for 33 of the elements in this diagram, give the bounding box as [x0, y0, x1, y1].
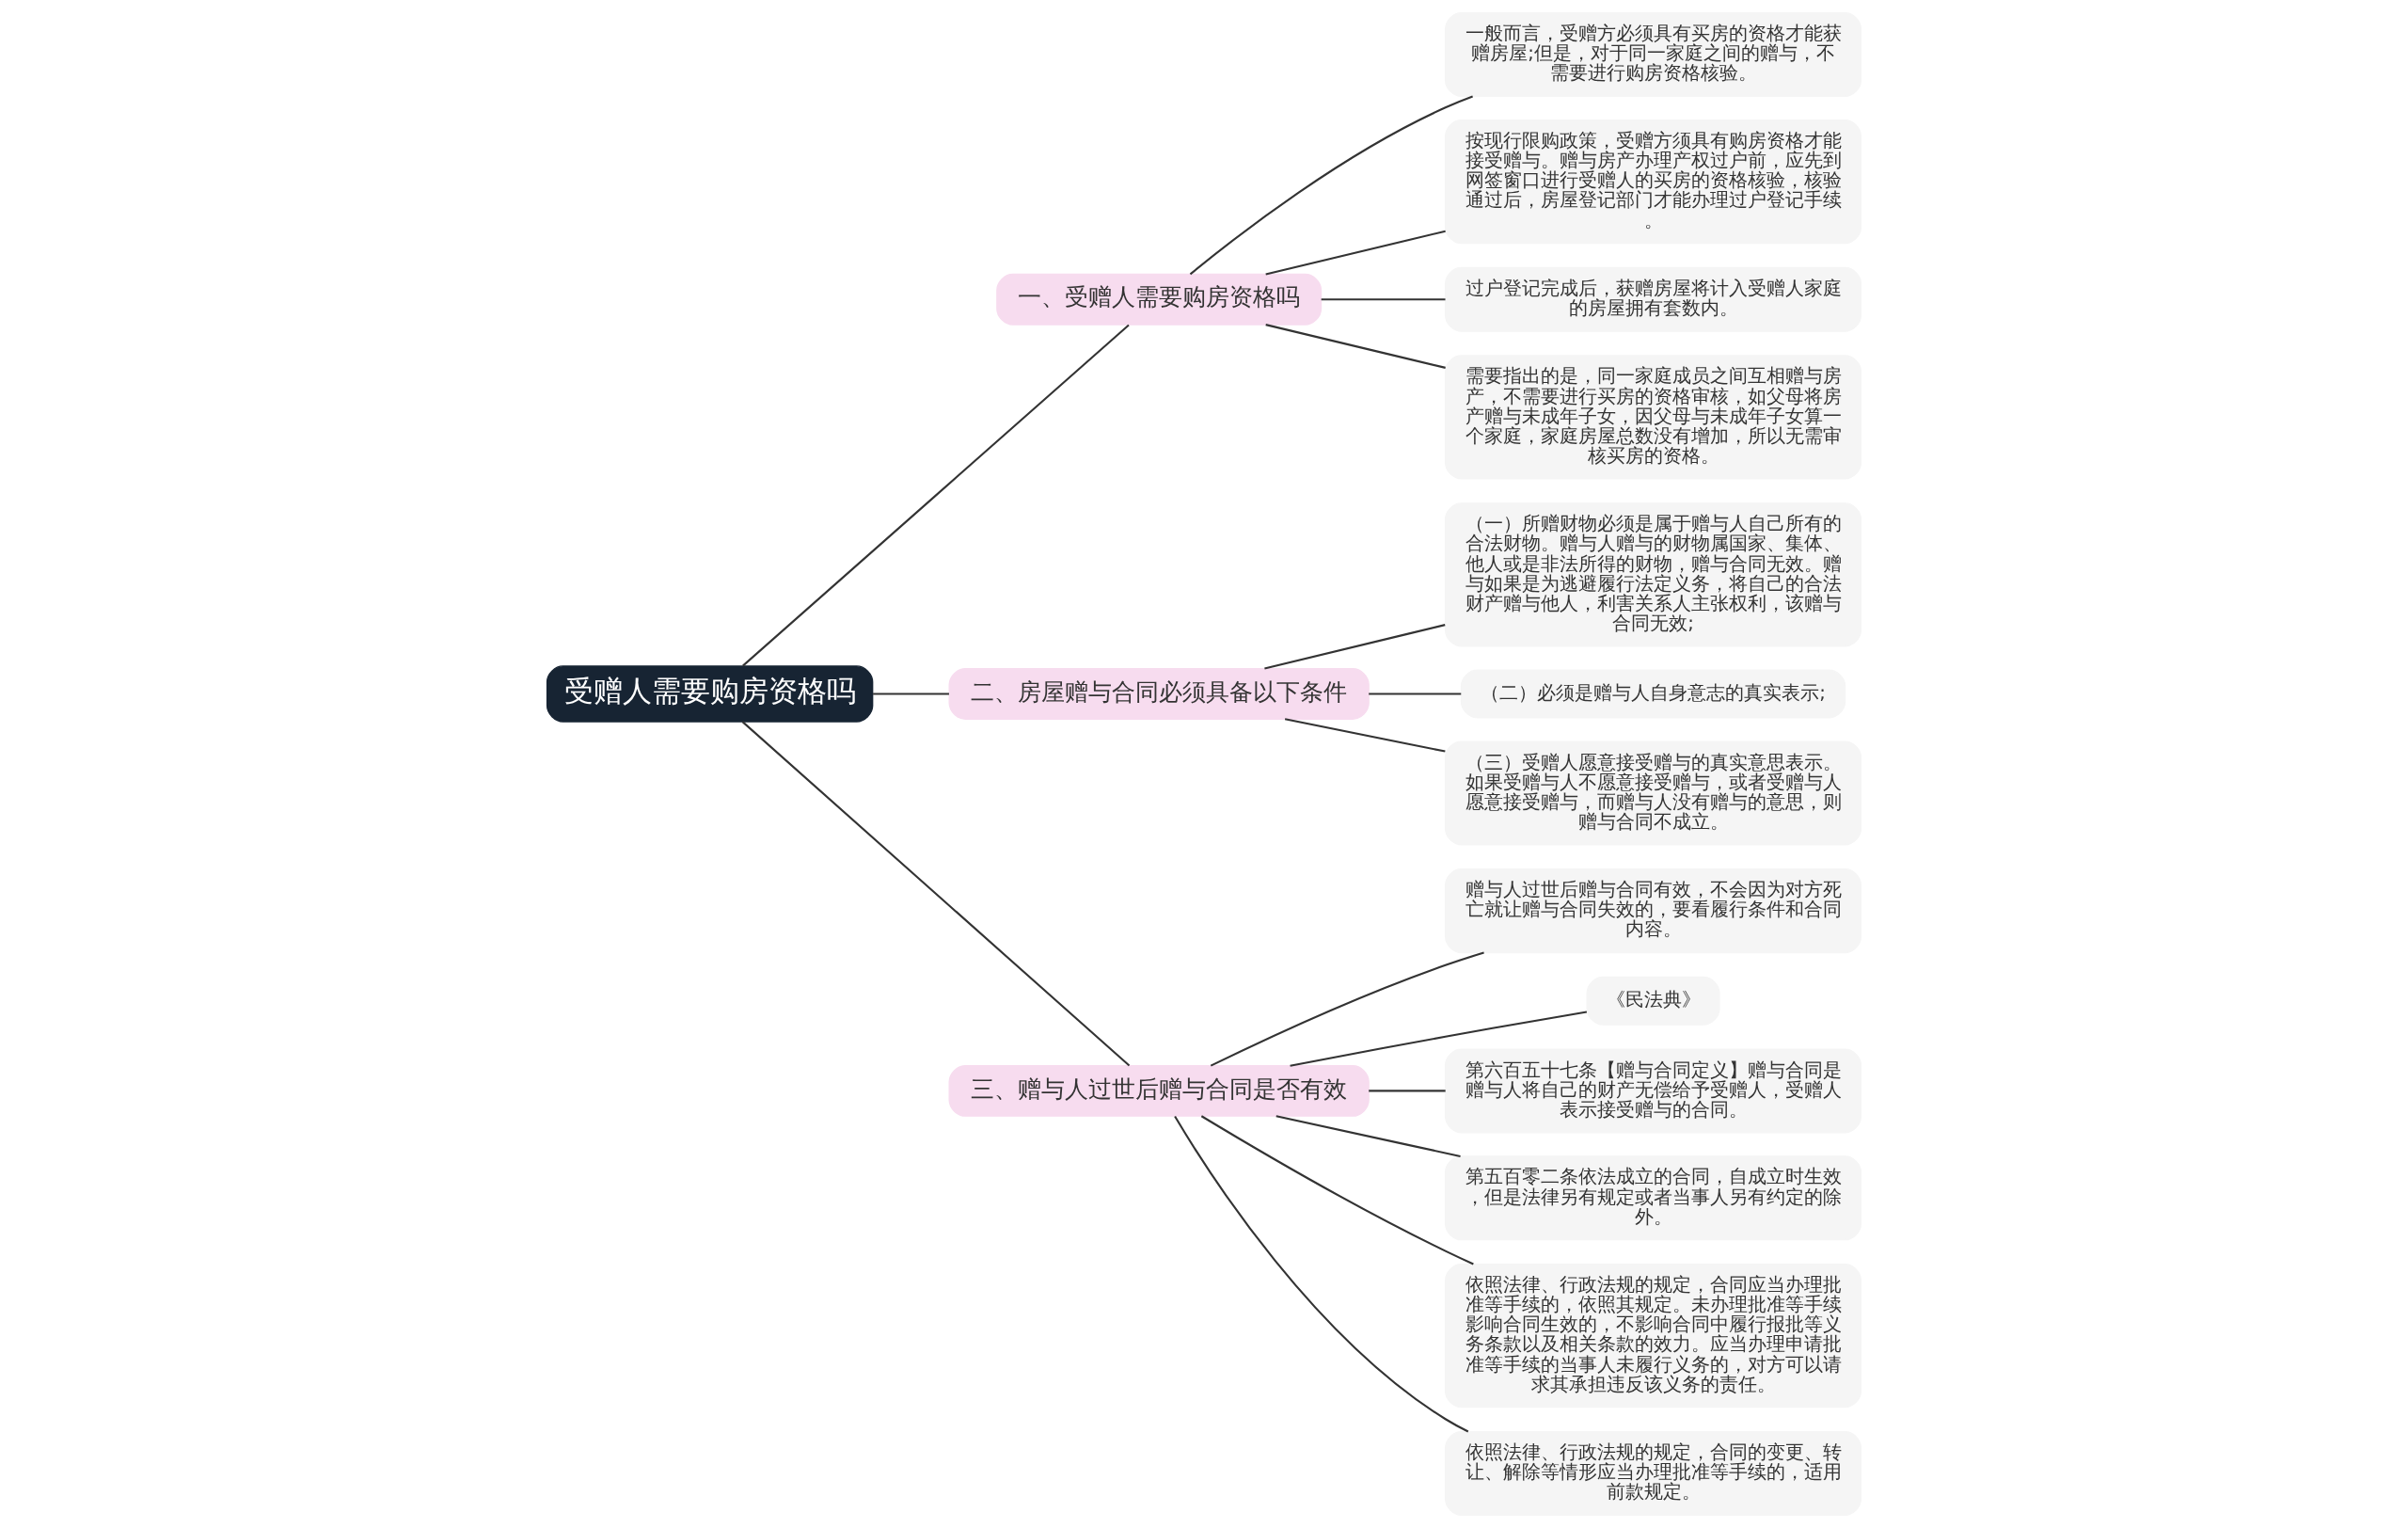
node-box: 依照法律、行政法规的规定，合同应当办理批准等手续的，依照其规定。未办理批准等手续影响合同生效的，不影响合同中履行报批等义务条款以及相关条款的效力。应当办理申请批准等手续的当事人未履行义务的，对方可以请求其承担违反该义务的责任。	[1445, 1264, 1862, 1409]
connector	[1369, 692, 1462, 695]
connector	[873, 692, 949, 695]
node-box: 一般而言，受赠方必须具有买房的资格才能获赠房屋;但是，对于同一家庭之间的赠与，不需要进行购房资格核验。	[1445, 12, 1862, 98]
node-box: 第六百五十七条【赠与合同定义】赠与合同是赠与人将自己的财产无偿给予受赠人，受赠人表示接受赠与的合同。	[1445, 1048, 1862, 1134]
connector	[1200, 1115, 1474, 1265]
connector	[1189, 95, 1473, 276]
node-box: 需要指出的是，同一家庭成员之间互相赠与房产，不需要进行买房的资格审核，如父母将房产赠与未成年子女，因父母与未成年子女算一个家庭，家庭房屋总数没有增加，所以无需审核买房的资格。	[1445, 355, 1862, 480]
node-box: 二、房屋赠与合同必须具备以下条件	[948, 668, 1370, 720]
connector	[1369, 1090, 1446, 1092]
connector	[1265, 230, 1446, 276]
connector	[1210, 951, 1484, 1067]
node-box: 受赠人需要购房资格吗	[546, 665, 874, 723]
connector	[1290, 1011, 1588, 1067]
connector	[1284, 718, 1446, 753]
connector	[1265, 324, 1446, 369]
connector	[1174, 1116, 1469, 1433]
node-box: 第五百零二条依法成立的合同，自成立时生效，但是法律另有规定或者当事人另有约定的除外。	[1445, 1155, 1862, 1241]
node-box: 依照法律、行政法规的规定，合同的变更、转让、解除等情形应当办理批准等手续的，适用前款规定。	[1445, 1430, 1862, 1516]
node-box: 按现行限购政策，受赠方须具有购房资格才能接受赠与。赠与房产办理产权过户前，应先到网签窗口进行受赠人的买房的资格核验，核验通过后，房屋登记部门才能办理过户登记手续。	[1445, 119, 1862, 245]
node-box: （三）受赠人愿意接受赠与的真实意思表示。如果受赠与人不愿意接受赠与，或者受赠与人愿意接受赠与，而赠与人没有赠与的意思，则赠与合同不成立。	[1445, 740, 1862, 846]
node-box: 赠与人过世后赠与合同有效，不会因为对方死亡就让赠与合同失效的，要看履行条件和合同内容。	[1445, 868, 1862, 954]
connector	[1264, 624, 1446, 670]
connector	[1321, 298, 1446, 301]
connector	[1275, 1115, 1461, 1157]
node-box: 一、受赠人需要购房资格吗	[996, 273, 1323, 326]
node-box: 《民法典》	[1586, 976, 1720, 1026]
connector	[741, 721, 1131, 1067]
node-box: 三、赠与人过世后赠与合同是否有效	[948, 1065, 1370, 1117]
node-box: 过户登记完成后，获赠房屋将计入受赠人家庭的房屋拥有套数内。	[1445, 266, 1862, 332]
node-box: （一）所赠财物必须是属于赠与人自己所有的合法财物。赠与人赠与的财物属国家、集体、他人或是非法所得的财物，赠与合同无效。赠与如果是为逃避履行法定义务，将自己的合法财产赠与他人，利害关系人主张权利，该赠与合同无效;	[1445, 502, 1862, 647]
node-box: （二）必须是赠与人自身意志的真实表示;	[1460, 669, 1846, 719]
connector	[742, 324, 1130, 667]
